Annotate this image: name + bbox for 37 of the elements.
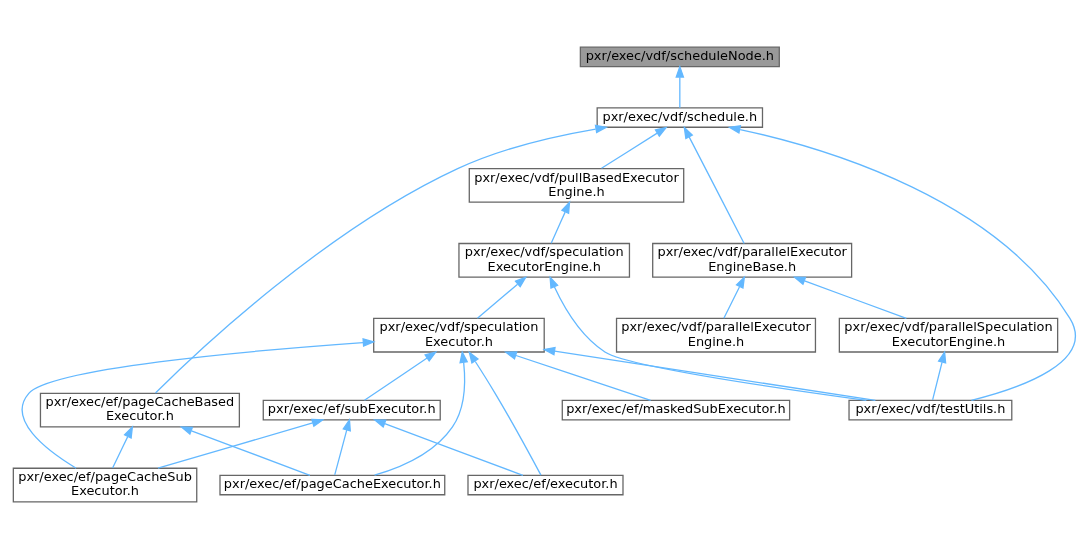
arrow [334, 418, 351, 476]
arrow [675, 64, 685, 109]
arrow [723, 275, 746, 319]
node-box: pxr/exec/vdf/speculation ExecutorEngine.h [458, 242, 631, 278]
arrow [792, 276, 907, 320]
arrow [21, 338, 376, 469]
node-box: pxr/exec/ef/subExecutor.h [262, 399, 441, 421]
arrow [550, 200, 571, 244]
arrow [683, 125, 745, 245]
arrow [373, 350, 469, 476]
node-box: pxr/exec/vdf/parallelExecutor Engine.h [615, 317, 817, 353]
arrow [600, 126, 668, 169]
node-box: pxr/exec/vdf/schedule.h [596, 107, 764, 128]
node-box: pxr/exec/vdf/speculation Executor.h [373, 317, 545, 353]
arrow [542, 346, 877, 402]
node-box: pxr/exec/vdf/pullBasedExecutor Engine.h [468, 167, 685, 203]
node-box: pxr/exec/ef/executor.h [467, 474, 624, 496]
arrow [549, 275, 867, 402]
arrow [179, 426, 311, 476]
arrow [503, 351, 652, 402]
node-box: pxr/exec/vdf/parallelExecutor EngineBase.h [652, 242, 853, 278]
node-box: pxr/exec/ef/pageCacheSub Executor.h [12, 467, 198, 503]
node-box: pxr/exec/vdf/parallelSpeculation ExecutorEngine.h [838, 317, 1059, 353]
arrow [372, 419, 524, 476]
arrow [932, 350, 947, 401]
arrow [157, 418, 325, 469]
arrow [468, 350, 542, 476]
arrow [111, 425, 134, 469]
node-box: pxr/exec/ef/maskedSubExecutor.h [561, 399, 791, 421]
node-box: pxr/exec/vdf/testUtils.h [848, 399, 1013, 421]
arrow [363, 351, 438, 401]
node-box: pxr/exec/vdf/scheduleNode.h [579, 46, 780, 68]
node-box: pxr/exec/ef/pageCacheBased Executor.h [39, 392, 240, 428]
arrow [727, 125, 1076, 401]
arrow [154, 124, 609, 394]
node-box: pxr/exec/ef/pageCacheExecutor.h [219, 474, 446, 496]
arrow [476, 276, 528, 319]
